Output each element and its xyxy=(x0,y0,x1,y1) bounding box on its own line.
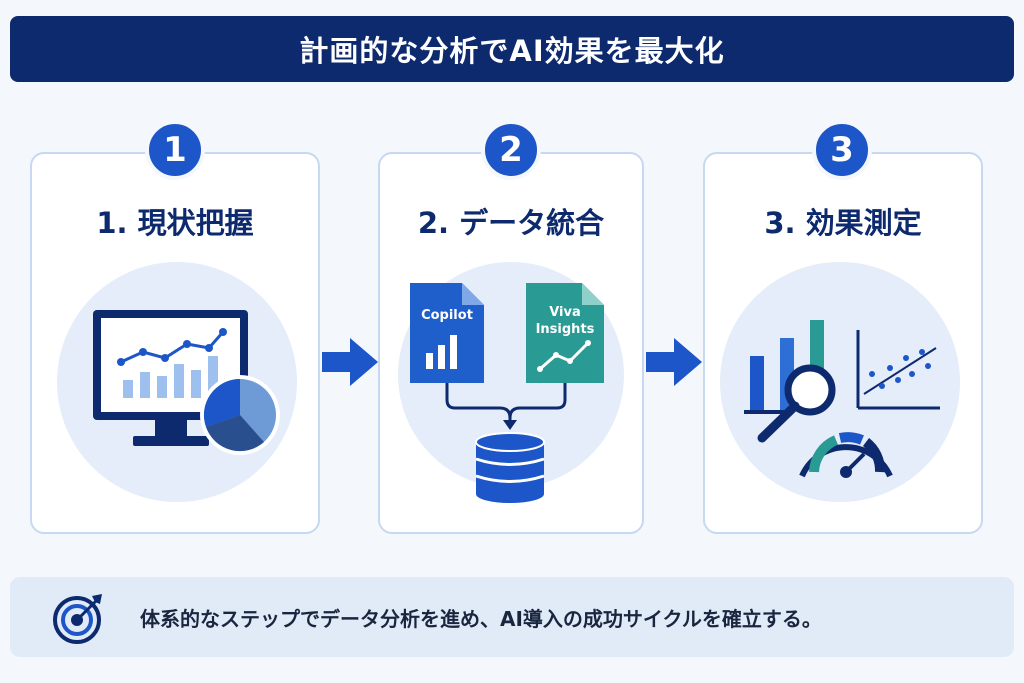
step-title-1: 1. 現状把握 xyxy=(96,206,254,240)
summary-banner xyxy=(10,577,1014,657)
step-title-3: 3. 効果測定 xyxy=(764,206,922,240)
copilot-document-icon xyxy=(410,283,484,383)
analytics-gauge-icon xyxy=(744,320,940,478)
copilot-label: Copilot xyxy=(421,308,473,323)
monitor-chart-icon xyxy=(93,310,280,455)
arrow-right-icon xyxy=(646,338,702,386)
target-icon xyxy=(53,594,102,644)
step-title-2: 2. データ統合 xyxy=(417,206,605,240)
step-badge-3: 3 xyxy=(812,120,872,180)
step-badge-2: 2 xyxy=(481,120,541,180)
database-icon xyxy=(445,383,567,503)
step-badge-1: 1 xyxy=(145,120,205,180)
page-title: 計画的な分析でAI効果を最大化 xyxy=(10,16,1014,82)
arrow-right-icon xyxy=(322,338,378,386)
viva-label-line-1: Viva xyxy=(549,305,581,320)
viva-insights-label: Viva Insights xyxy=(526,304,604,338)
viva-insights-document-icon xyxy=(526,283,604,383)
viva-label-line-2: Insights xyxy=(535,322,595,337)
summary-text: 体系的なステップでデータ分析を進め、AI導入の成功サイクルを確立する。 xyxy=(140,606,822,631)
